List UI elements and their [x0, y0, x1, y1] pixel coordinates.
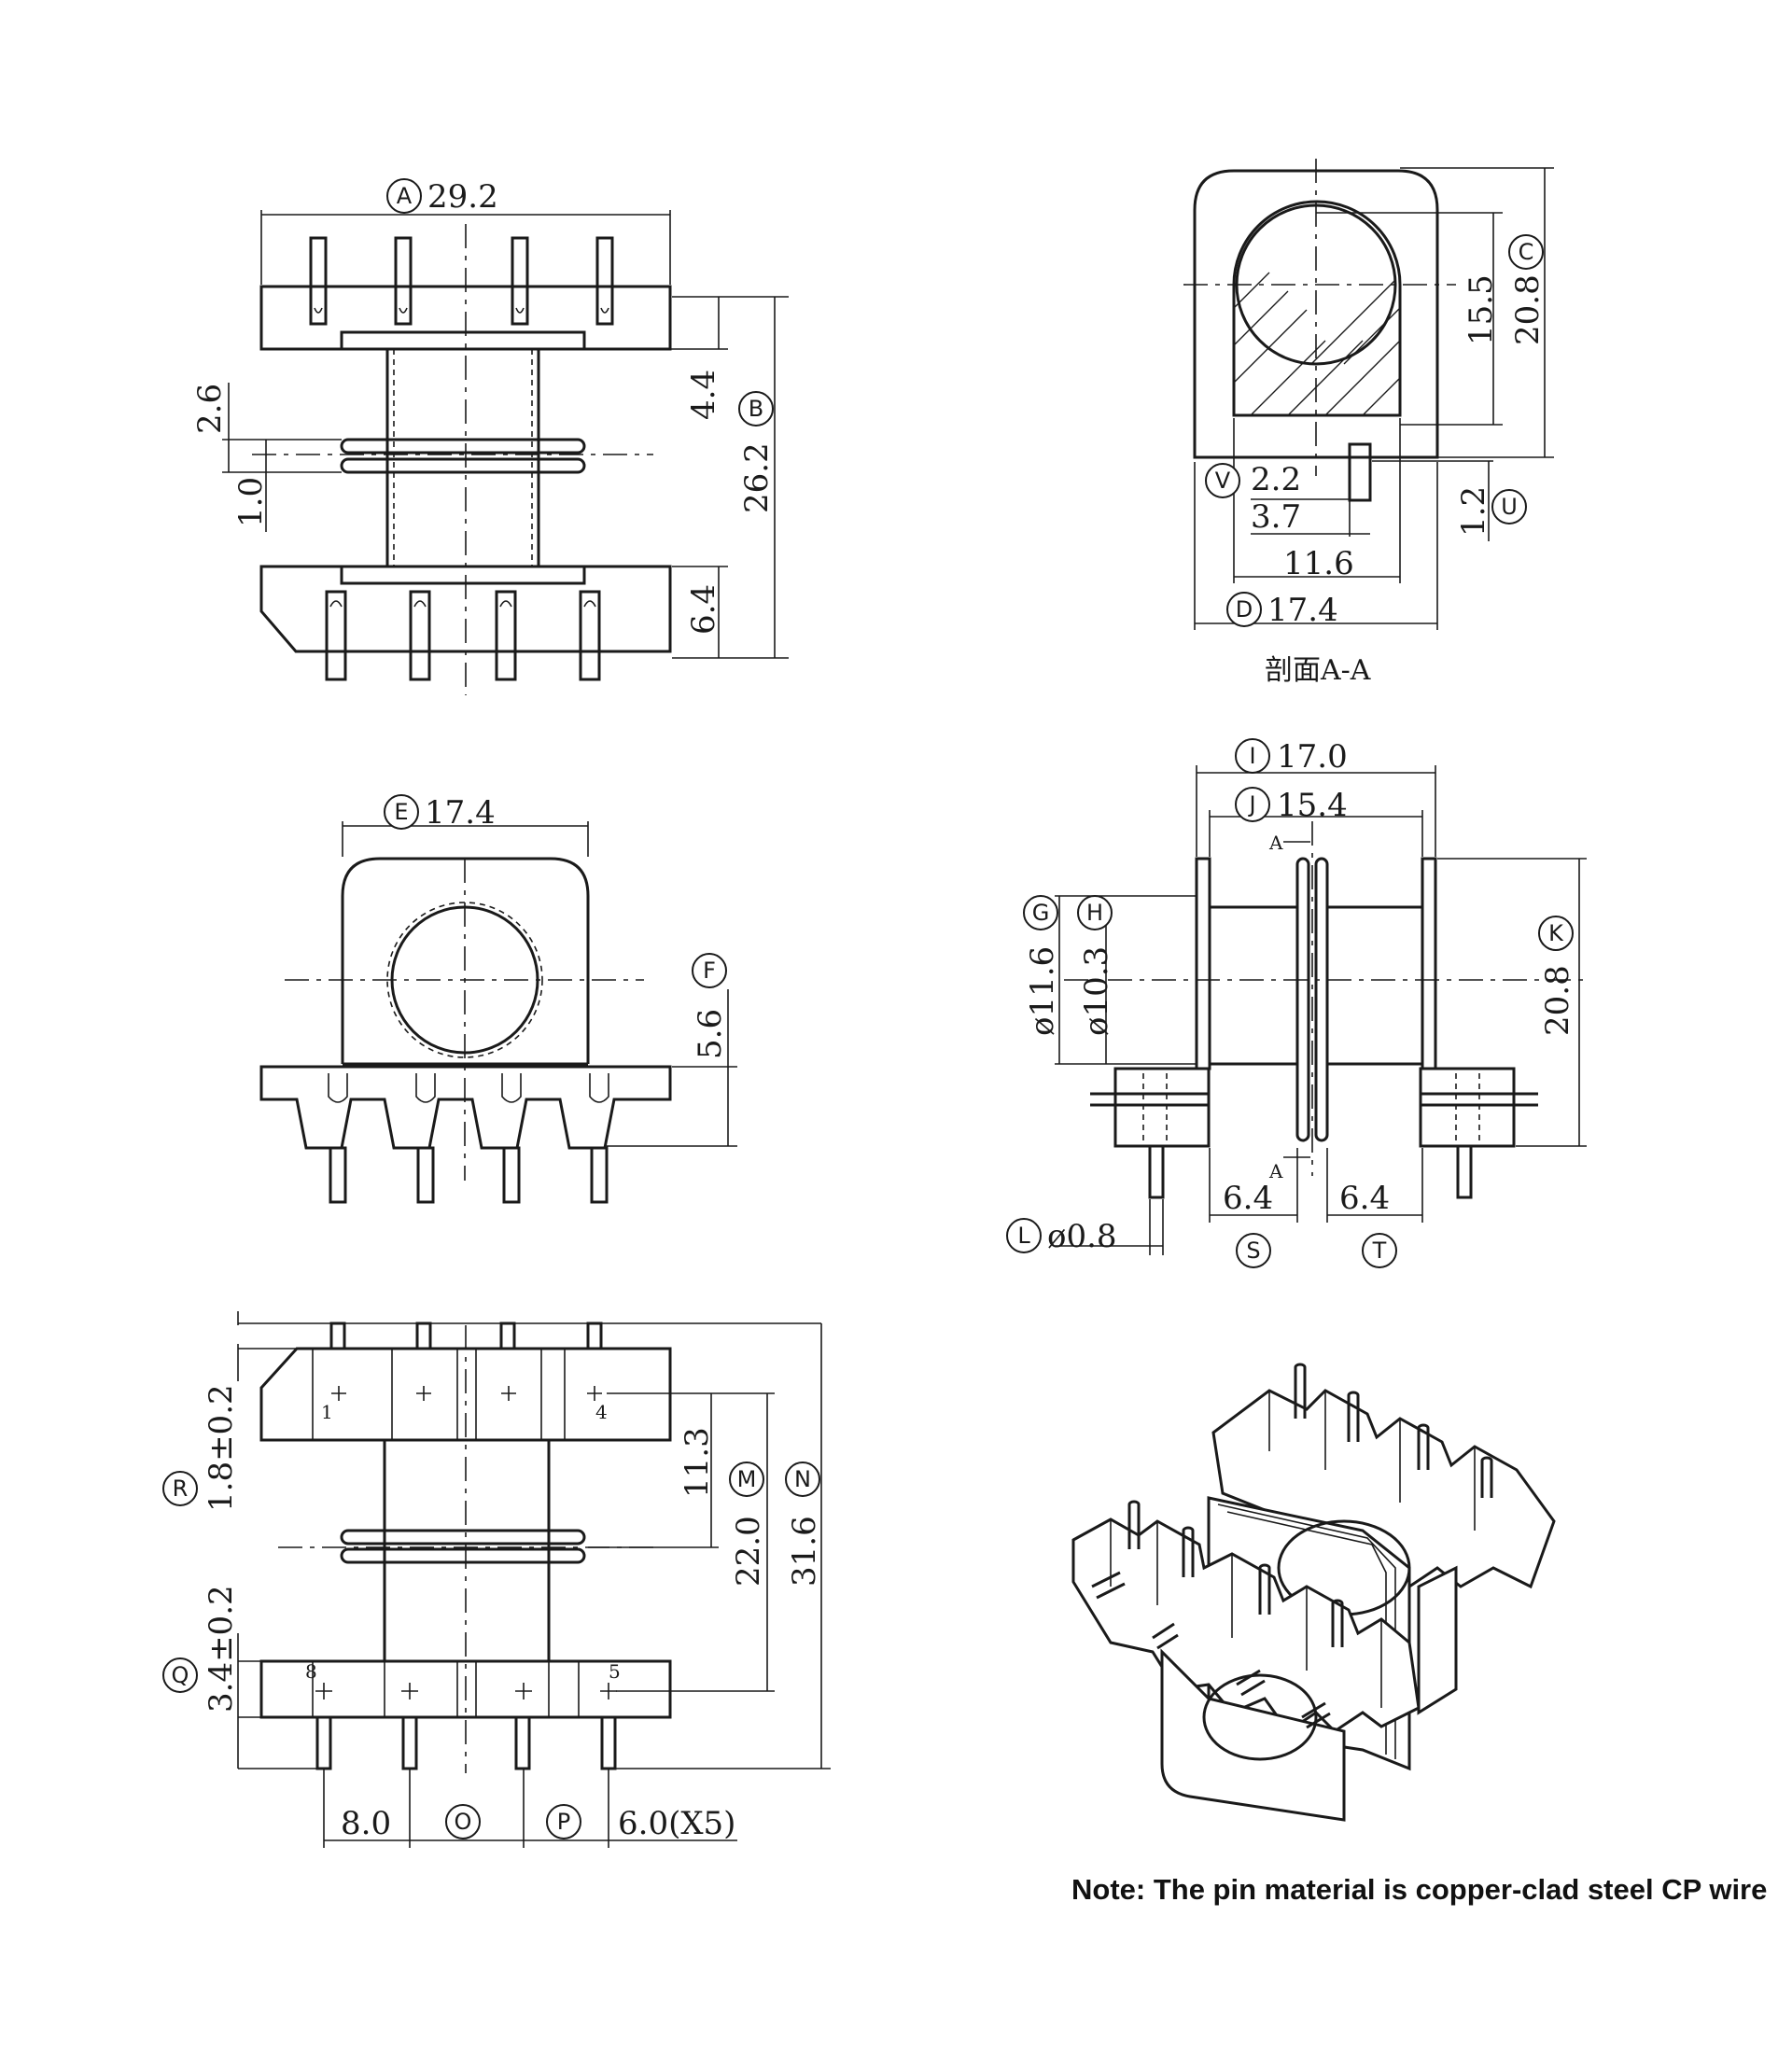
- dim-Q-marker: [162, 1657, 198, 1693]
- dim-M-letter: M: [737, 1466, 757, 1492]
- dim-L-letter: L: [1017, 1223, 1030, 1249]
- dim-J-marker: [1235, 787, 1270, 822]
- dim-G-value: ø11.6: [1024, 946, 1061, 1036]
- dim-K-value: 20.8: [1539, 965, 1576, 1036]
- dim-P-value: 6.0(X5): [618, 1805, 735, 1842]
- dim-F-letter: F: [703, 958, 716, 984]
- front-bottom-pins: [325, 590, 601, 681]
- dim-T-letter: T: [1372, 1238, 1387, 1264]
- dim-I-marker: [1235, 738, 1270, 774]
- front-view: [222, 210, 789, 695]
- end-view: [259, 821, 737, 1204]
- dim-U-value: 1.2: [1455, 486, 1492, 537]
- pin-number-8: 8: [305, 1660, 317, 1683]
- section-view: [1183, 159, 1554, 630]
- dim-V-letter: V: [1215, 468, 1231, 494]
- dim-K-letter: K: [1548, 920, 1564, 946]
- dim-R-marker: [162, 1471, 198, 1506]
- dim-E-marker: [384, 794, 419, 830]
- dim-U-letter: U: [1501, 494, 1518, 520]
- pin-material-note: Note: The pin material is copper-clad st…: [1071, 1873, 1767, 1906]
- pin-number-1: 1: [321, 1401, 333, 1423]
- dim-O-value: 8.0: [341, 1805, 391, 1842]
- dim-U-marker: [1491, 489, 1527, 524]
- dim-R-value: 1.8±0.2: [203, 1384, 240, 1512]
- dim-H-letter: H: [1086, 900, 1103, 926]
- dim-P-letter: P: [557, 1809, 570, 1835]
- section-hatch: [1233, 272, 1401, 416]
- dim-V-value: 2.2: [1251, 461, 1301, 498]
- dim-A-marker: [386, 178, 422, 214]
- dim-I-letter: I: [1249, 743, 1255, 769]
- dim-6-4: 6.4: [685, 584, 722, 635]
- dim-Q-letter: Q: [172, 1662, 189, 1688]
- dim-H-value: ø10.3: [1078, 946, 1115, 1036]
- side-view: [1055, 765, 1587, 1255]
- section-mark-top: A: [1268, 832, 1283, 854]
- dim-E-value: 17.4: [425, 794, 496, 832]
- dim-2-6: 2.6: [191, 384, 229, 434]
- dim-R-letter: R: [173, 1476, 189, 1502]
- dim-C-marker: [1508, 234, 1544, 270]
- dim-J-value: 15.4: [1277, 787, 1348, 824]
- dim-L-marker: [1006, 1218, 1042, 1253]
- dim-O-marker: [445, 1804, 481, 1839]
- front-top-pins: [309, 236, 614, 326]
- dim-D-marker: [1226, 592, 1262, 627]
- dim-I-value: 17.0: [1277, 738, 1348, 776]
- dim-D-value: 17.4: [1267, 592, 1338, 629]
- dim-3-7: 3.7: [1251, 498, 1301, 536]
- dim-C-value: 20.8: [1509, 274, 1547, 345]
- dim-A-value: 29.2: [427, 178, 498, 216]
- dim-P-marker: [546, 1804, 581, 1839]
- dim-D-letter: D: [1236, 596, 1253, 622]
- dim-N-value: 31.6: [786, 1516, 823, 1587]
- dim-Q-value: 3.4±0.2: [203, 1585, 240, 1713]
- dim-T-value: 6.4: [1339, 1180, 1390, 1217]
- dim-4-4: 4.4: [685, 370, 722, 420]
- dim-E-letter: E: [394, 799, 408, 825]
- dim-M-marker: [729, 1462, 764, 1497]
- dim-M-value: 22.0: [730, 1516, 767, 1587]
- dim-1-0: 1.0: [232, 477, 270, 527]
- dim-O-letter: O: [455, 1809, 472, 1835]
- pin-number-4: 4: [595, 1401, 608, 1423]
- dim-11-6: 11.6: [1283, 545, 1354, 582]
- dim-F-value: 5.6: [692, 1009, 729, 1059]
- dim-T-marker: [1362, 1233, 1397, 1268]
- dim-G-letter: G: [1032, 900, 1050, 926]
- dim-C-letter: C: [1519, 239, 1534, 265]
- dim-G-marker: [1023, 895, 1058, 930]
- dim-B-marker: [738, 391, 774, 427]
- dim-B-value: 26.2: [738, 442, 776, 513]
- dim-15-5: 15.5: [1463, 274, 1500, 345]
- bottom-view: [237, 1311, 831, 1848]
- dim-H-marker: [1077, 895, 1113, 930]
- dim-V-marker: [1205, 463, 1240, 498]
- dim-S-value: 6.4: [1223, 1180, 1273, 1217]
- dim-N-letter: N: [794, 1466, 811, 1492]
- dim-F-marker: [692, 953, 727, 988]
- end-view-pins: [328, 1073, 609, 1204]
- dim-S-letter: S: [1246, 1238, 1260, 1264]
- section-caption: 剖面A-A: [1265, 654, 1371, 687]
- dim-11-3: 11.3: [679, 1427, 716, 1498]
- dim-K-marker: [1538, 916, 1574, 951]
- dim-A-letter: A: [397, 183, 413, 209]
- isometric-view: [1071, 1363, 1556, 1822]
- pin-number-5: 5: [609, 1660, 621, 1683]
- dim-S-marker: [1236, 1233, 1271, 1268]
- section-mark-bottom: A: [1268, 1160, 1283, 1182]
- dim-L-value: ø0.8: [1047, 1218, 1117, 1255]
- dim-B-letter: B: [749, 396, 763, 422]
- dim-N-marker: [785, 1462, 820, 1497]
- dim-J-letter: J: [1247, 791, 1255, 818]
